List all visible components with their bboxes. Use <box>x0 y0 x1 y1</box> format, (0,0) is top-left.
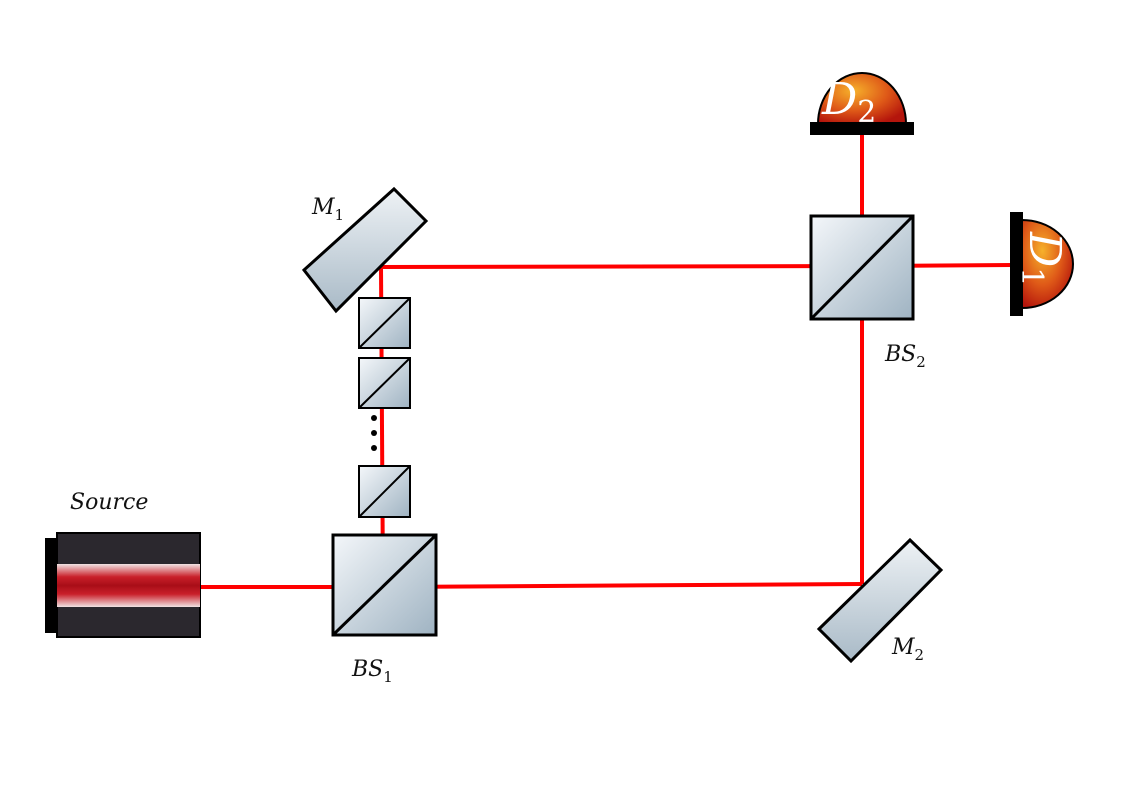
beam-splitter-chain <box>358 297 411 518</box>
m2-label: M2 <box>891 635 924 664</box>
light-source <box>45 532 201 638</box>
mirror-2 <box>816 537 944 664</box>
small-beam-splitter <box>358 297 411 349</box>
small-beam-splitter <box>358 465 411 518</box>
beam-splitter-1 <box>331 533 438 637</box>
beam-bs1-to-m2 <box>384 582 863 589</box>
ellipsis-dots <box>371 415 377 451</box>
d1-label: D1 <box>1014 231 1070 286</box>
mirror-1 <box>301 186 429 314</box>
d2-label: D2 <box>821 74 876 130</box>
beam-splitter-2 <box>809 214 915 321</box>
bs1-label: BS1 <box>351 657 393 686</box>
detector-1 <box>1010 212 1074 316</box>
small-beam-splitter <box>358 357 411 409</box>
bs2-label: BS2 <box>884 342 926 371</box>
m1-label: M1 <box>311 195 344 224</box>
source-label: Source <box>70 490 148 515</box>
beam-m1-to-bs2 <box>380 264 863 269</box>
detector-2 <box>810 72 914 135</box>
